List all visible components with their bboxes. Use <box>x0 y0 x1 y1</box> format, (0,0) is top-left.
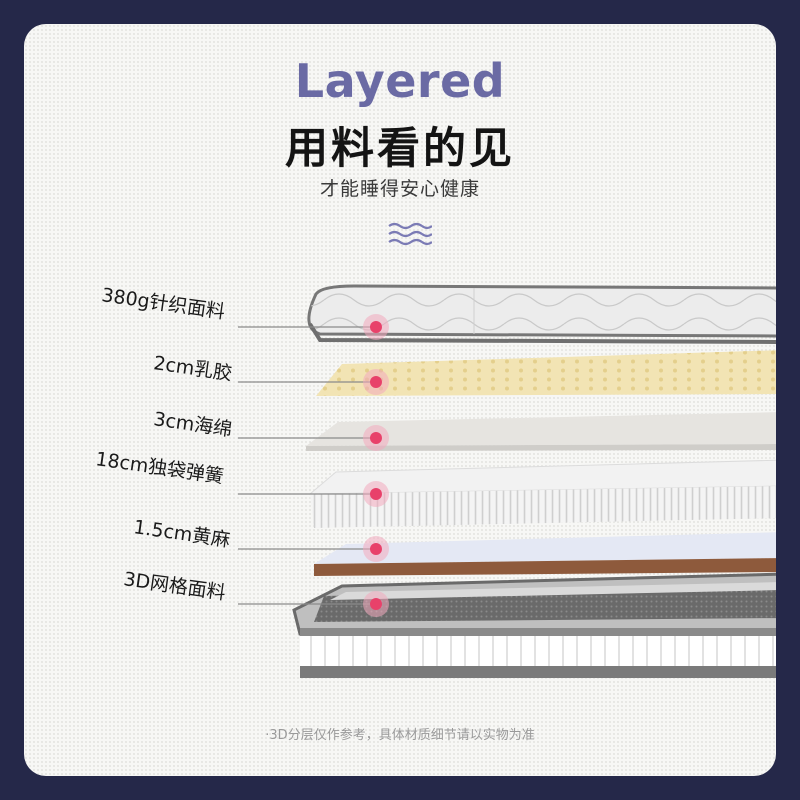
wave-icon <box>388 222 432 246</box>
product-card: Layered 用料看的见 才能睡得安心健康 <box>24 24 776 776</box>
callout-lines <box>238 326 376 605</box>
headline-english: Layered <box>294 54 506 108</box>
mattress-layer-illustration <box>238 284 776 678</box>
layer-latex <box>316 350 776 396</box>
layer-3d-mesh <box>292 572 776 678</box>
subheadline: 才能睡得安心健康 <box>319 178 480 200</box>
layer-pocket-springs <box>308 459 776 528</box>
layer-sponge <box>306 412 776 451</box>
headline-chinese: 用料看的见 <box>285 124 515 174</box>
disclaimer-note: ·3D分层仅作参考，具体材质细节请以实物为准 <box>265 728 535 743</box>
layer-markers <box>363 314 389 617</box>
layer-jute <box>314 532 776 576</box>
layer-knitted-fabric <box>307 284 776 344</box>
